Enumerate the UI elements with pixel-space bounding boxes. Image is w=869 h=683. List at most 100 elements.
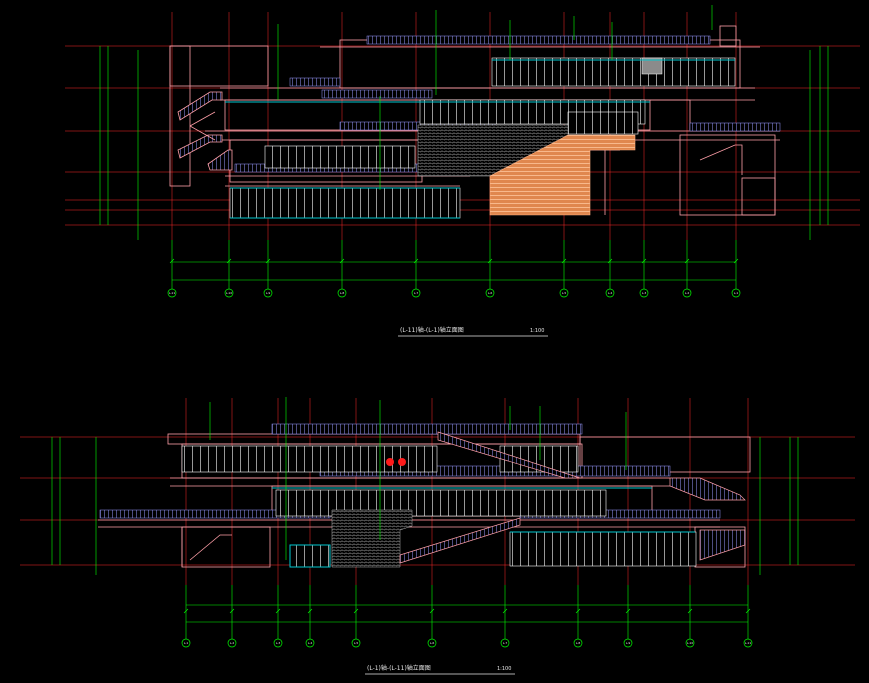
grid-bubble (485, 288, 495, 298)
upper-balcony-railing-2 (689, 122, 781, 132)
dimension-tick (413, 258, 419, 264)
grid-bubble (682, 288, 692, 298)
grid-bubble-label: L-1 (734, 291, 739, 295)
grid-bubble (559, 288, 569, 298)
upper-side-stairs (177, 91, 233, 171)
grid-bubble-label: L-8 (340, 291, 345, 295)
dimension-tick (561, 258, 567, 264)
lower-entrance-door (289, 544, 331, 568)
lower-top-window-band (181, 445, 438, 473)
lower-title-block: (L-1)轴-(L-11)轴立面图 1:100 (365, 664, 515, 675)
dimension-tick (429, 608, 435, 614)
grid-bubble (731, 288, 741, 298)
lower-ground-window-band (509, 531, 697, 567)
dimension-tick (275, 608, 281, 614)
grid-bubble-label: L-10 (687, 641, 694, 645)
dimension-tick (487, 258, 493, 264)
dimension-tick (353, 608, 359, 614)
grid-bubble (573, 638, 583, 648)
grid-bubble-label: L-10 (226, 291, 233, 295)
grid-bubble (685, 638, 695, 648)
lower-dimensions (51, 437, 799, 623)
dimension-tick (687, 608, 693, 614)
lower-red-sign-1 (386, 458, 394, 466)
grid-bubble (411, 288, 421, 298)
grid-bubble-label: L-1 (184, 641, 189, 645)
grid-bubble-label: L-7 (414, 291, 419, 295)
grid-bubble (273, 638, 283, 648)
lower-roof-railing (271, 423, 583, 435)
grid-bubble-label: L-7 (503, 641, 508, 645)
dimension-tick (265, 258, 271, 264)
upper-title-block: (L-11)轴-(L-1)轴立面图 1:100 (398, 326, 548, 337)
upper-glass-strips (225, 59, 735, 219)
lower-title: (L-1)轴-(L-11)轴立面图 (367, 664, 431, 672)
grid-bubble-label: L-5 (354, 641, 359, 645)
grid-bubble-label: L-9 (626, 641, 631, 645)
lower-glass-strips (272, 487, 695, 533)
upper-terrace-railing (289, 77, 341, 87)
grid-bubble (743, 638, 753, 648)
grid-bubble (337, 288, 347, 298)
lower-grid-bubbles: L-1 L-2 L-3 L-4 L-5 L-6 L-7 L-8 L-9 L-10 L-11 (181, 585, 753, 648)
grid-bubble (167, 288, 177, 298)
dimension-tick (733, 258, 739, 264)
dimension-tick (229, 608, 235, 614)
grid-bubble (605, 288, 615, 298)
upper-leaders (277, 5, 713, 190)
upper-roof-railing (366, 35, 711, 45)
dimension-tick (226, 258, 232, 264)
grid-bubble (227, 638, 237, 648)
grid-bubble-label: L-6 (430, 641, 435, 645)
lower-scale: 1:100 (497, 666, 511, 672)
lower-red-sign-2 (398, 458, 406, 466)
grid-bubble (623, 638, 633, 648)
dimension-tick (625, 608, 631, 614)
grid-bubble-label: L-8 (576, 641, 581, 645)
grid-bubble (427, 638, 437, 648)
grid-bubble (224, 288, 234, 298)
grid-bubble-label: L-6 (488, 291, 493, 295)
upper-top-window-band (491, 57, 736, 87)
lower-brick-wall (331, 509, 413, 568)
lower-stairs (399, 431, 746, 564)
grid-bubble-label: L-4 (308, 641, 313, 645)
upper-elevation-drawing (65, 5, 860, 281)
upper-scale: 1:100 (530, 328, 544, 334)
grid-bubble-label: L-2 (230, 641, 235, 645)
lower-elevation-drawing (20, 397, 855, 623)
dimension-tick (607, 258, 613, 264)
grid-bubble (181, 638, 191, 648)
dimension-tick (183, 608, 189, 614)
upper-dimensions (99, 46, 829, 281)
dimension-tick (339, 258, 345, 264)
grid-bubble-label: L-11 (169, 291, 176, 295)
upper-title: (L-11)轴-(L-1)轴立面图 (400, 326, 464, 334)
grid-bubble-label: L-9 (266, 291, 271, 295)
dimension-tick (502, 608, 508, 614)
dimension-tick (641, 258, 647, 264)
dimension-tick (745, 608, 751, 614)
grid-bubble (305, 638, 315, 648)
grid-bubble (263, 288, 273, 298)
grid-bubble (351, 638, 361, 648)
upper-main-stair (489, 134, 636, 216)
grid-bubble (639, 288, 649, 298)
upper-ground-window-band (229, 187, 461, 219)
upper-mid-window-2 (567, 111, 639, 135)
grid-bubble-label: L-3 (276, 641, 281, 645)
dimension-tick (307, 608, 313, 614)
grid-bubble-label: L-3 (642, 291, 647, 295)
upper-lower-window-band (264, 145, 416, 169)
grid-bubble-label: L-5 (562, 291, 567, 295)
dimension-tick (684, 258, 690, 264)
grid-bubble-label: L-4 (608, 291, 613, 295)
grid-bubble (500, 638, 510, 648)
upper-grey-panel (641, 57, 663, 75)
grid-bubble-label: L-11 (745, 641, 752, 645)
dimension-tick (169, 258, 175, 264)
dimension-tick (575, 608, 581, 614)
lower-leaders (209, 397, 627, 560)
